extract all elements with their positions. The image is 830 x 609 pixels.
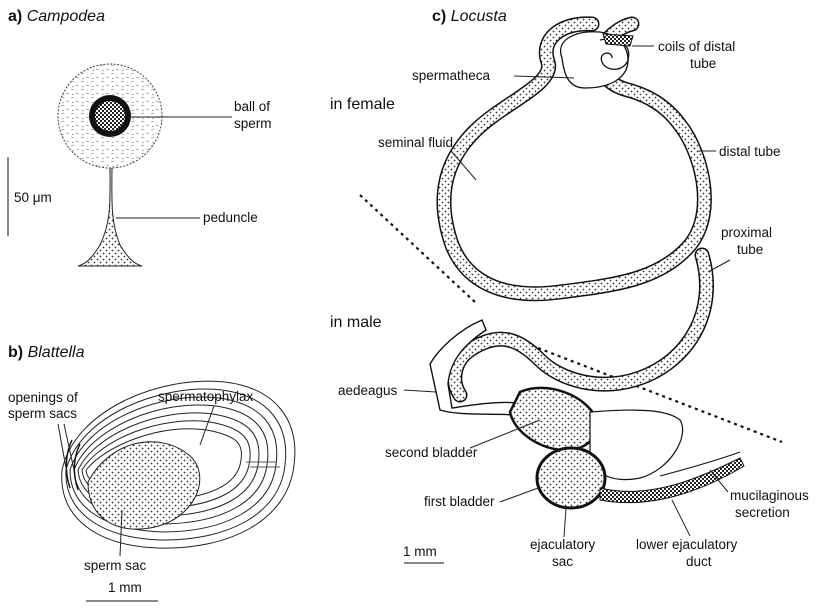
panel-c: c) Locusta in female in male [330, 8, 813, 569]
spermatophylax-leader [200, 406, 214, 445]
panel-c-heading: c) Locusta [432, 8, 507, 25]
openings-label: openings of sperm sacs [8, 390, 82, 421]
first-bladder-shape [537, 448, 605, 508]
spermatheca-label: spermatheca [412, 68, 491, 83]
coils-label: coils of distal tube [658, 39, 739, 71]
sperm-sac-label: sperm sac [84, 558, 147, 573]
section-female: in female [330, 96, 395, 113]
scale-label-c: 1 mm [403, 544, 437, 559]
proximal-tube-label: proximal tube [721, 225, 776, 257]
section-male: in male [330, 314, 382, 331]
ejaculatory-sac-leader [564, 508, 566, 537]
panel-a-heading: a) Campodea [8, 8, 105, 25]
lower-ejaculatory-duct-leader [672, 500, 690, 536]
male-tube [455, 255, 707, 395]
mucilaginous-label: mucilaginous secretion [730, 488, 813, 520]
first-bladder-leader [500, 488, 538, 502]
seminal-fluid-label: seminal fluid [378, 135, 453, 150]
panel-a: a) Campodea ball of sperm peduncle 50 μm [8, 8, 274, 266]
distal-tube-label: distal tube [719, 144, 781, 159]
aedeagus-label: aedeagus [338, 383, 398, 398]
scale-label-b: 1 mm [108, 580, 142, 595]
second-bladder-label: second bladder [385, 445, 478, 460]
coils-shape [603, 34, 633, 46]
panel-b: b) Blattella openings of sperm sacs sper… [8, 344, 295, 601]
spermatophylax-label: spermatophylax [158, 389, 254, 404]
campodea-spermatophore [58, 64, 162, 266]
panel-b-heading: b) Blattella [8, 344, 85, 361]
lower-ejaculatory-duct-label: lower ejaculatory duct [636, 537, 741, 569]
scale-label-a: 50 μm [14, 190, 52, 205]
ball-of-sperm-label: ball of sperm [234, 99, 274, 131]
ejaculatory-sac-label: ejaculatory sac [530, 537, 599, 569]
first-bladder-label: first bladder [424, 494, 495, 509]
second-bladder-shape [510, 388, 597, 450]
aedeagus-leader [404, 390, 436, 392]
peduncle-label: peduncle [203, 210, 258, 225]
ball-of-sperm-core [95, 101, 125, 131]
sperm-sac-shape [88, 442, 200, 529]
peduncle-shape [78, 160, 142, 266]
